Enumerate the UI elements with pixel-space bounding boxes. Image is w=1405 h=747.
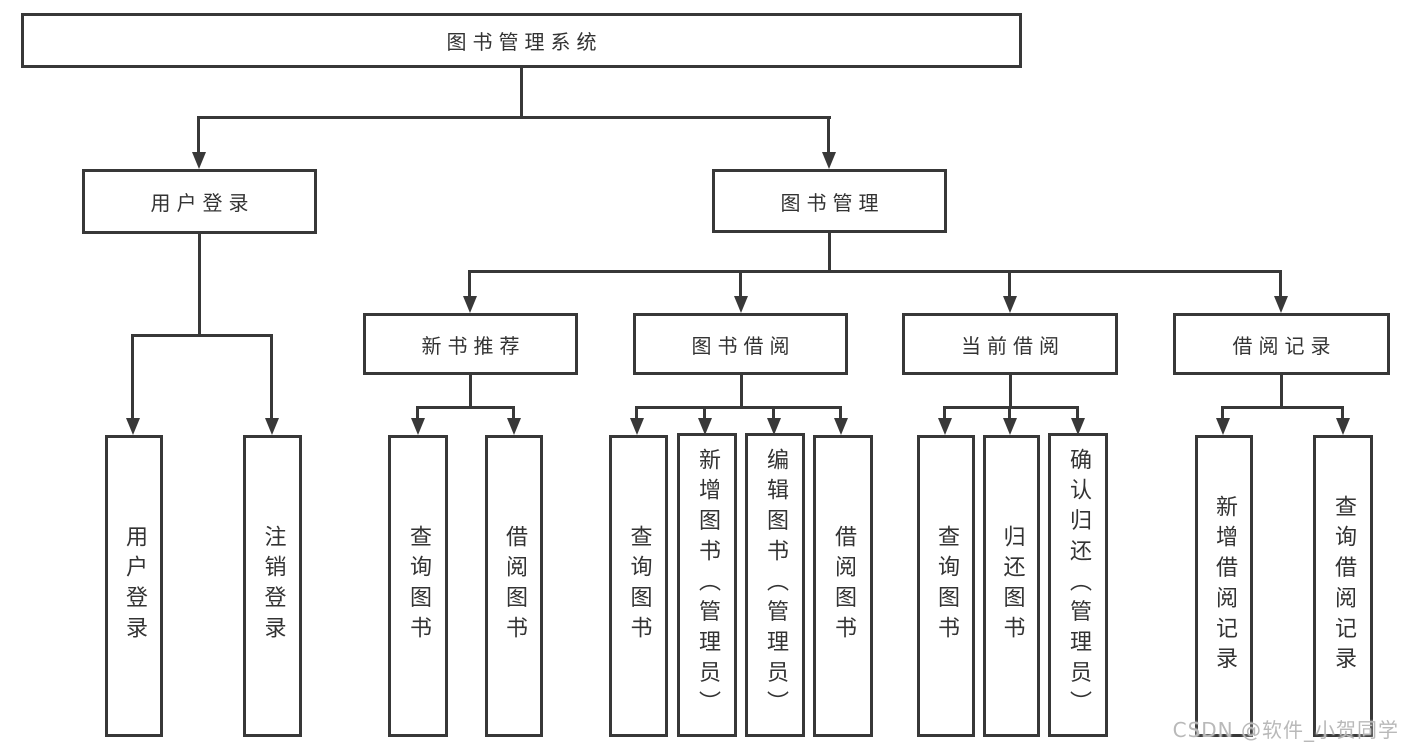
arrow-to-user-login	[197, 116, 200, 169]
leaf-bookborrow-borrow-label: 借阅图书	[831, 525, 856, 647]
arrow-to-leaf-logout	[270, 334, 273, 435]
leaf-bookborrow-query: 查询图书	[609, 435, 668, 737]
leaf-currentborrow-confirm-label: 确认归还（管理员）	[1066, 448, 1091, 722]
connector-current-borrow-stem	[1009, 373, 1012, 408]
connector-book-mgmt-stem	[828, 231, 831, 273]
arrow-to-book-borrow	[739, 270, 742, 313]
arrow-to-bb-borrow	[839, 406, 842, 435]
arrow-to-leaf-user-login	[131, 334, 134, 435]
leaf-newbook-borrow-label: 借阅图书	[502, 525, 527, 647]
arrow-to-bb-add	[703, 406, 706, 435]
connector-level1-bar	[197, 116, 831, 119]
node-user-login: 用户登录	[82, 169, 317, 234]
arrow-to-nb-query	[416, 406, 419, 435]
csdn-watermark: CSDN @软件_小贺同学	[1172, 718, 1399, 742]
leaf-currentborrow-query-label: 查询图书	[934, 525, 959, 647]
leaf-newbook-query-label: 查询图书	[406, 525, 431, 647]
connector-new-book-stem	[469, 373, 472, 408]
leaf-record-add: 新增借阅记录	[1195, 435, 1253, 737]
node-new-book-recommend-label: 新书推荐	[421, 333, 526, 358]
node-root: 图书管理系统	[21, 13, 1022, 68]
arrow-to-bb-query	[635, 406, 638, 435]
leaf-record-add-label: 新增借阅记录	[1212, 494, 1237, 678]
node-borrow-record-label: 借阅记录	[1232, 333, 1337, 358]
node-new-book-recommend: 新书推荐	[363, 313, 578, 375]
leaf-record-query-label: 查询借阅记录	[1331, 494, 1356, 678]
arrow-to-cb-confirm	[1076, 406, 1079, 435]
node-current-borrow: 当前借阅	[902, 313, 1118, 375]
node-borrow-record: 借阅记录	[1173, 313, 1390, 375]
leaf-currentborrow-return: 归还图书	[983, 435, 1040, 737]
node-book-management: 图书管理	[712, 169, 947, 233]
leaf-logout-label: 注销登录	[260, 525, 286, 647]
leaf-user-login: 用户登录	[105, 435, 163, 737]
connector-level2-bar	[469, 270, 1282, 273]
connector-new-book-bar	[416, 406, 515, 409]
leaf-currentborrow-query: 查询图书	[917, 435, 975, 737]
leaf-bookborrow-borrow: 借阅图书	[813, 435, 873, 737]
arrow-to-bb-edit	[772, 406, 775, 435]
arrow-to-cb-query	[943, 406, 946, 435]
connector-borrow-record-bar	[1221, 406, 1344, 409]
leaf-logout: 注销登录	[243, 435, 302, 737]
leaf-bookborrow-query-label: 查询图书	[626, 525, 652, 647]
arrow-to-nb-borrow	[512, 406, 515, 435]
leaf-record-query: 查询借阅记录	[1313, 435, 1373, 737]
connector-user-login-bar	[132, 334, 273, 337]
leaf-bookborrow-edit-label: 编辑图书（管理员）	[763, 448, 788, 722]
node-current-borrow-label: 当前借阅	[961, 333, 1065, 358]
arrow-to-cb-return	[1008, 406, 1011, 435]
connector-user-login-stem	[198, 232, 201, 336]
node-book-management-label: 图书管理	[780, 190, 885, 215]
connector-book-borrow-stem	[740, 373, 743, 408]
connector-book-borrow-bar	[635, 406, 842, 409]
arrow-to-new-book	[468, 270, 471, 313]
leaf-currentborrow-return-label: 归还图书	[999, 525, 1025, 647]
arrow-to-current-borrow	[1008, 270, 1011, 313]
node-root-label: 图书管理系统	[446, 30, 603, 54]
leaf-bookborrow-add: 新增图书（管理员）	[677, 433, 737, 737]
connector-borrow-record-stem	[1280, 373, 1283, 408]
arrow-to-book-management	[827, 116, 830, 169]
node-book-borrow: 图书借阅	[633, 313, 848, 375]
arrow-to-borrow-record	[1279, 270, 1282, 313]
connector-root-stem	[520, 66, 523, 118]
leaf-bookborrow-edit: 编辑图书（管理员）	[745, 433, 805, 737]
leaf-newbook-borrow: 借阅图书	[485, 435, 543, 737]
arrow-to-br-add	[1221, 406, 1224, 435]
leaf-bookborrow-add-label: 新增图书（管理员）	[695, 448, 720, 722]
leaf-newbook-query: 查询图书	[388, 435, 448, 737]
leaf-user-login-label: 用户登录	[122, 525, 147, 647]
connector-current-borrow-bar	[943, 406, 1079, 409]
node-user-login-label: 用户登录	[150, 191, 255, 215]
node-book-borrow-label: 图书借阅	[691, 333, 796, 358]
leaf-currentborrow-confirm: 确认归还（管理员）	[1048, 433, 1108, 737]
arrow-to-br-query	[1341, 406, 1344, 435]
